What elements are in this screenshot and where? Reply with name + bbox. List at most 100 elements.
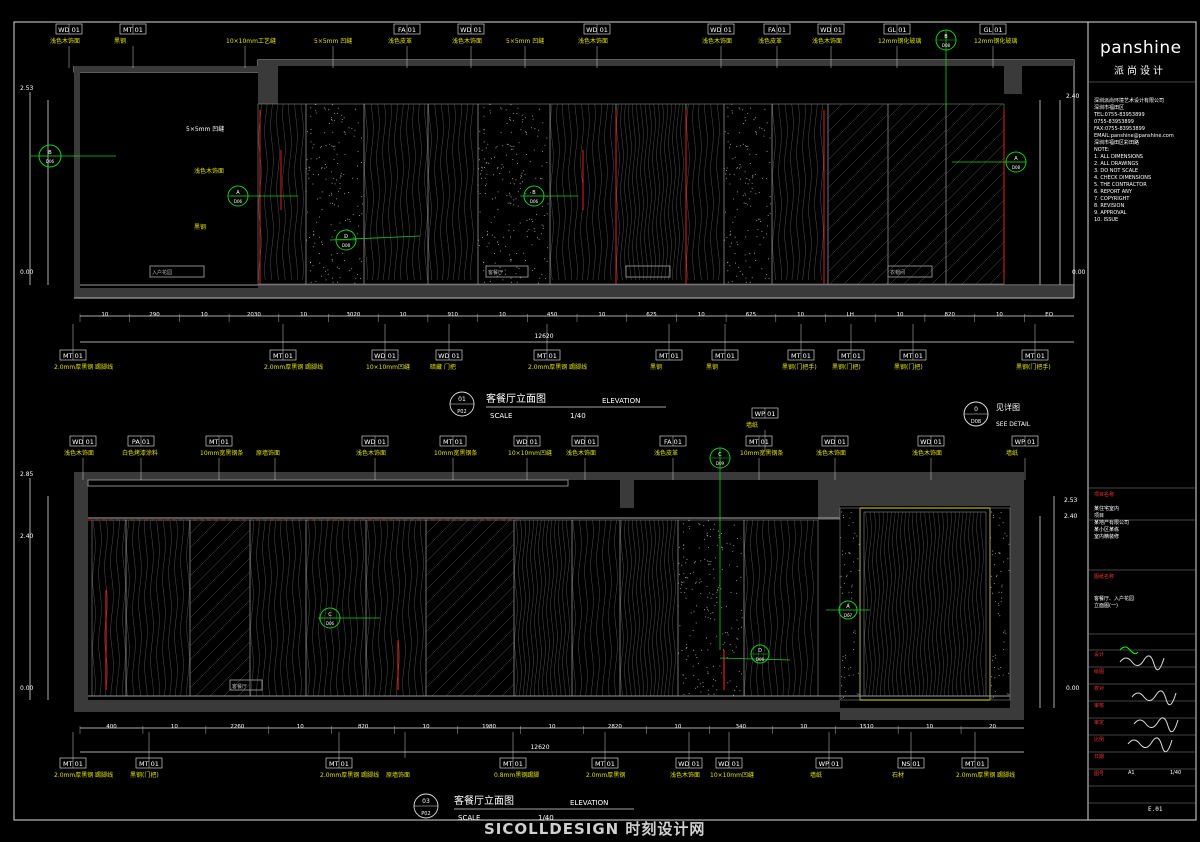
section-letter: B — [48, 150, 52, 156]
floor-tag-box — [625, 265, 671, 278]
wood-panel — [863, 511, 987, 697]
callout-code: MT 01 — [537, 352, 557, 360]
callout-text: 浅色木饰面 — [566, 449, 596, 457]
dimension-value: 10 — [201, 312, 208, 318]
title-block-line: NOTE: — [1094, 147, 1110, 153]
scale-value: 1/40 — [1170, 770, 1182, 776]
view-title-cn: 客餐厅立面图 — [454, 794, 514, 807]
dimension-value: 10 — [996, 312, 1003, 318]
section-sheet: D07 — [844, 613, 853, 618]
dimension-value: 10 — [423, 724, 430, 730]
callout-text: 2.0mm厚黑钢 踢脚线 — [320, 771, 379, 779]
material-callout: PA 01 白色烤漆涂料 — [122, 435, 158, 480]
title-block-line: 2. ALL DRAWINGS — [1094, 161, 1139, 167]
section-letter: B — [532, 190, 536, 196]
speckle-panel — [305, 103, 365, 285]
dimension-value: 820 — [358, 724, 369, 730]
callout-code: MT 01 — [1025, 352, 1045, 360]
callout-code: WD 01 — [710, 26, 732, 34]
title-block-line: 10. ISSUE — [1094, 217, 1119, 223]
dimension-value: 10 — [926, 724, 933, 730]
signoff-row-label: 日期 — [1094, 754, 1105, 760]
callout-text: 浅色皮革 — [388, 37, 412, 45]
callout-text: 10mm宽黑钢条 — [200, 449, 243, 457]
dimension-value: 10 — [171, 724, 178, 730]
dimension-value: 10 — [499, 312, 506, 318]
title-block-line: 深圳派尚环境艺术设计有限公司 — [1094, 98, 1165, 104]
callout-text: 浅色木饰面 — [356, 449, 386, 457]
callout-text: 黑钢(门把) — [894, 363, 923, 371]
callout-code: WP 01 — [755, 410, 776, 418]
callout-text: 浅色皮革 — [758, 37, 782, 45]
title-block-line: 某地产有限公司 — [1094, 520, 1130, 526]
signature-mark — [1119, 655, 1165, 671]
callout-text: 黑钢(门把手) — [1016, 363, 1051, 371]
callout-text: 12mm钢化玻璃 — [878, 37, 921, 45]
material-callout: MT 012.0mm厚黑钢 — [586, 732, 625, 779]
height-mark: 2.40 — [1064, 513, 1078, 520]
callout-text: 浅色木饰面 — [64, 449, 94, 457]
material-callout: MT 012.0mm厚黑钢 踢脚线 — [54, 732, 113, 779]
section-letter: D — [758, 648, 762, 654]
wood-panel — [615, 103, 687, 285]
dimension-value: 3020 — [346, 312, 360, 318]
dimension-value: 625 — [746, 312, 757, 318]
section-letter: B — [944, 34, 948, 40]
glass-panel — [425, 519, 515, 697]
callout-code: MT 01 — [63, 760, 83, 768]
speckle-panel — [477, 103, 551, 285]
callout-text: 浅色木饰面 — [578, 37, 608, 45]
material-callout: 5×5mm 凹缝 — [506, 37, 544, 68]
view-scale: 1/40 — [538, 814, 554, 822]
title-block-line: 立面图(一) — [1094, 603, 1118, 609]
callout-code: WD 01 — [516, 438, 538, 446]
section-sheet: D09 — [716, 461, 725, 466]
title-block-line: 项目 — [1094, 513, 1105, 519]
callout-text: 5×5mm 凹缝 — [314, 37, 352, 45]
callout-text: 12mm钢化玻璃 — [974, 37, 1017, 45]
callout-code: FA 01 — [398, 26, 416, 34]
callout-code: WD 01 — [678, 760, 700, 768]
title-block-line: 8. REVISION — [1094, 203, 1125, 209]
view-marker-sheet: P02 — [457, 409, 466, 415]
callout-code: MT 01 — [595, 760, 615, 768]
wood-panel — [125, 519, 191, 697]
signature-mark — [1127, 737, 1173, 753]
callout-code: MT 01 — [139, 760, 159, 768]
material-callout: 10×10mm工艺缝 — [226, 37, 276, 68]
callout-code: MT 01 — [329, 760, 349, 768]
callout-code: PA 01 — [132, 438, 150, 446]
callout-text: 黑钢 — [650, 363, 662, 371]
callout-text: 2.0mm厚黑钢 踢脚线 — [54, 363, 113, 371]
signoff-row-label: 比例 — [1094, 737, 1105, 743]
company-logo-sub: 派尚设计 — [1114, 66, 1166, 77]
dimension-value: 820 — [945, 312, 956, 318]
material-callout: FA 01 浅色皮革 — [388, 23, 421, 68]
callout-text: 白色烤漆涂料 — [122, 449, 158, 457]
callout-text: 浅色木饰面 — [702, 37, 732, 45]
signature-mark — [1131, 690, 1177, 706]
wood-panel — [619, 519, 679, 697]
callout-text: 浅色木饰面 — [452, 37, 482, 45]
dimension-value: 10 — [101, 312, 108, 318]
title-block-line: 9. APPROVAL — [1094, 210, 1127, 216]
material-callout: MT 01 黑钢(门把手) — [1016, 324, 1051, 371]
view-title-cn: 客餐厅立面图 — [486, 392, 546, 405]
callout-text: 浅色木饰面 — [812, 37, 842, 45]
company-logo: panshine — [1100, 38, 1182, 58]
dimension-value: 10 — [549, 724, 556, 730]
callout-code: MT 01 — [965, 760, 985, 768]
section-sheet: D06 — [326, 621, 335, 626]
